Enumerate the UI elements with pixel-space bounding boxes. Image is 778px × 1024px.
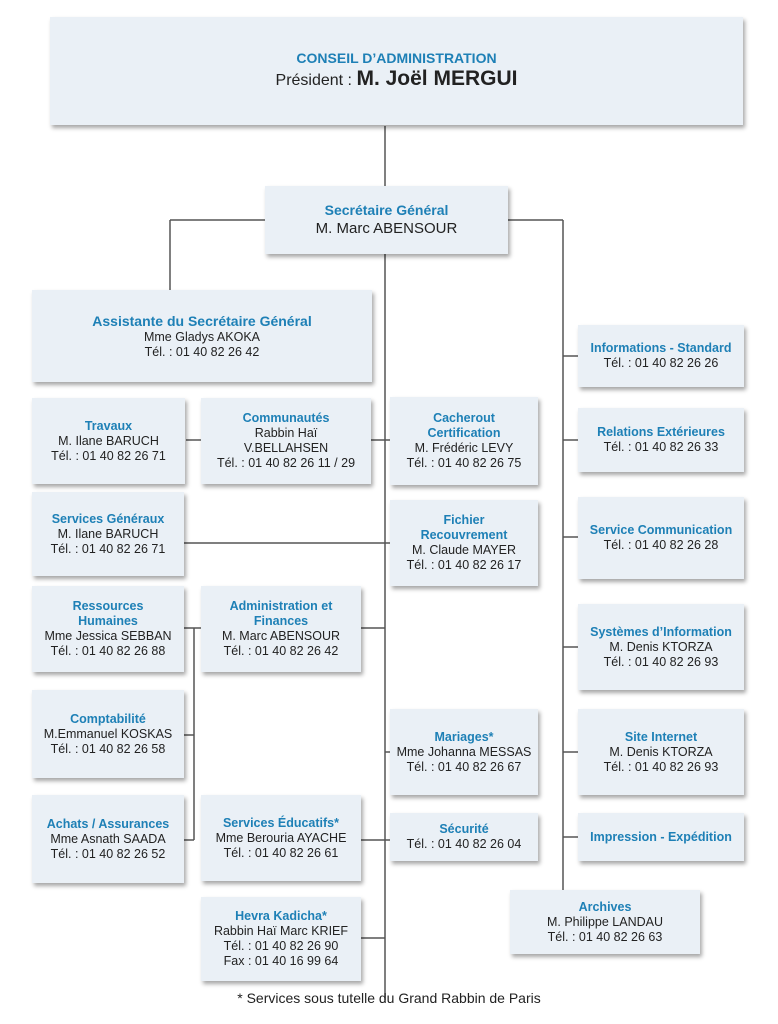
- achats-name: Mme Asnath SAADA: [50, 831, 166, 846]
- president-name: M. Joël MERGUI: [356, 67, 518, 90]
- assistant-box: Assistante du Secrétaire Général Mme Gla…: [32, 290, 372, 382]
- site-title: Site Internet: [624, 729, 698, 744]
- assistant-name: Mme Gladys AKOKA: [143, 330, 260, 344]
- securite-tel: Tél. : 01 40 82 26 04: [406, 837, 522, 851]
- council-box: CONSEIL D’ADMINISTRATION Président : M. …: [50, 17, 743, 125]
- educatifs-title: Services Éducatifs*: [222, 815, 340, 830]
- mariages-box: Mariages* Mme Johanna MESSAS Tél. : 01 4…: [390, 709, 538, 795]
- cacherout-title-1: Cacherout: [433, 411, 495, 425]
- cacherout-box: Cacherout Certification M. Frédéric LEVY…: [390, 397, 538, 485]
- services-generaux-title: Services Généraux: [51, 511, 165, 526]
- impression-box: Impression - Expédition: [578, 813, 744, 861]
- site-tel: Tél. : 01 40 82 26 93: [603, 759, 719, 774]
- site-box: Site Internet M. Denis KTORZA Tél. : 01 …: [578, 709, 744, 795]
- admin-box: Administration et Finances M. Marc ABENS…: [201, 586, 361, 672]
- comptabilite-tel: Tél. : 01 40 82 26 58: [50, 741, 166, 756]
- comptabilite-name: M.Emmanuel KOSKAS: [43, 726, 173, 741]
- rh-title-2: Humaines: [78, 614, 138, 628]
- communication-tel: Tél. : 01 40 82 26 28: [603, 538, 719, 552]
- informations-tel: Tél. : 01 40 82 26 26: [603, 356, 719, 370]
- hevra-tel: Tél. : 01 40 82 26 90: [223, 939, 339, 953]
- communication-box: Service Communication Tél. : 01 40 82 26…: [578, 497, 744, 579]
- admin-name: M. Marc ABENSOUR: [221, 629, 341, 643]
- travaux-box: Travaux M. Ilane BARUCH Tél. : 01 40 82 …: [32, 398, 185, 484]
- communication-title: Service Communication: [589, 523, 733, 537]
- fichier-title-1: Fichier: [443, 513, 485, 527]
- rh-title-1: Ressources: [72, 599, 144, 613]
- achats-box: Achats / Assurances Mme Asnath SAADA Tél…: [32, 795, 184, 883]
- achats-title: Achats / Assurances: [46, 816, 170, 831]
- secretary-name: M. Marc ABENSOUR: [315, 220, 458, 237]
- secretary-box: Secrétaire Général M. Marc ABENSOUR: [265, 186, 508, 254]
- assistant-tel: Tél. : 01 40 82 26 42: [144, 345, 260, 359]
- president-line: Président : M. Joël MERGUI: [276, 67, 518, 93]
- systemes-box: Systèmes d’Information M. Denis KTORZA T…: [578, 604, 744, 690]
- achats-tel: Tél. : 01 40 82 26 52: [50, 846, 166, 861]
- cacherout-tel: Tél. : 01 40 82 26 75: [406, 456, 522, 470]
- communautes-tel: Tél. : 01 40 82 26 11 / 29: [216, 456, 356, 470]
- admin-title-2: Finances: [253, 614, 309, 628]
- educatifs-tel: Tél. : 01 40 82 26 61: [223, 845, 339, 860]
- hevra-fax: Fax : 01 40 16 99 64: [223, 954, 339, 968]
- comptabilite-title: Comptabilité: [70, 711, 146, 726]
- fichier-name: M. Claude MAYER: [412, 543, 516, 557]
- travaux-title: Travaux: [84, 418, 133, 433]
- systemes-name: M. Denis KTORZA: [609, 639, 713, 654]
- rh-box: Ressources Humaines Mme Jessica SEBBAN T…: [32, 586, 184, 672]
- comptabilite-box: Comptabilité M.Emmanuel KOSKAS Tél. : 01…: [32, 690, 184, 778]
- communautes-line2: V.BELLAHSEN: [243, 441, 329, 455]
- cacherout-name: M. Frédéric LEVY: [414, 441, 514, 455]
- relations-title: Relations Extérieures: [597, 425, 725, 439]
- assistant-title: Assistante du Secrétaire Général: [92, 313, 312, 329]
- educatifs-box: Services Éducatifs* Mme Berouria AYACHE …: [201, 795, 361, 881]
- cacherout-title-2: Certification: [427, 426, 501, 440]
- mariages-tel: Tél. : 01 40 82 26 67: [406, 759, 522, 774]
- impression-title: Impression - Expédition: [590, 829, 732, 844]
- services-generaux-tel: Tél. : 01 40 82 26 71: [50, 541, 166, 556]
- archives-tel: Tél. : 01 40 82 26 63: [547, 929, 663, 944]
- archives-box: Archives M. Philippe LANDAU Tél. : 01 40…: [510, 890, 700, 954]
- fichier-tel: Tél. : 01 40 82 26 17: [406, 558, 522, 572]
- mariages-title: Mariages*: [434, 729, 494, 744]
- communautes-title: Communautés: [242, 411, 330, 425]
- hevra-box: Hevra Kadicha* Rabbin Haï Marc KRIEF Tél…: [201, 897, 361, 981]
- travaux-tel: Tél. : 01 40 82 26 71: [51, 448, 166, 463]
- council-title: CONSEIL D’ADMINISTRATION: [296, 50, 497, 66]
- rh-tel: Tél. : 01 40 82 26 88: [50, 644, 166, 658]
- mariages-name: Mme Johanna MESSAS: [396, 744, 532, 759]
- securite-box: Sécurité Tél. : 01 40 82 26 04: [390, 813, 538, 861]
- systemes-title: Systèmes d’Information: [590, 624, 732, 639]
- communautes-line1: Rabbin Haï: [254, 426, 318, 440]
- hevra-title: Hevra Kadicha*: [235, 909, 327, 923]
- fichier-box: Fichier Recouvrement M. Claude MAYER Tél…: [390, 500, 538, 586]
- secretary-title: Secrétaire Général: [324, 202, 449, 218]
- archives-title: Archives: [578, 899, 632, 914]
- services-generaux-box: Services Généraux M. Ilane BARUCH Tél. :…: [32, 492, 184, 576]
- systemes-tel: Tél. : 01 40 82 26 93: [603, 654, 719, 669]
- relations-tel: Tél. : 01 40 82 26 33: [603, 440, 719, 454]
- informations-title: Informations - Standard: [590, 341, 732, 355]
- site-name: M. Denis KTORZA: [609, 744, 713, 759]
- securite-title: Sécurité: [439, 822, 489, 836]
- services-generaux-name: M. Ilane BARUCH: [57, 526, 159, 541]
- president-label: Président :: [275, 72, 352, 89]
- archives-name: M. Philippe LANDAU: [546, 914, 663, 929]
- fichier-title-2: Recouvrement: [420, 528, 508, 542]
- travaux-name: M. Ilane BARUCH: [58, 433, 159, 448]
- communautes-box: Communautés Rabbin Haï V.BELLAHSEN Tél. …: [201, 398, 371, 484]
- footnote: * Services sous tutelle du Grand Rabbin …: [237, 990, 541, 1006]
- hevra-name: Rabbin Haï Marc KRIEF: [213, 924, 349, 938]
- informations-box: Informations - Standard Tél. : 01 40 82 …: [578, 325, 744, 387]
- admin-tel: Tél. : 01 40 82 26 42: [223, 644, 339, 658]
- educatifs-name: Mme Berouria AYACHE: [215, 830, 347, 845]
- relations-box: Relations Extérieures Tél. : 01 40 82 26…: [578, 408, 744, 472]
- admin-title-1: Administration et: [229, 599, 333, 613]
- rh-name: Mme Jessica SEBBAN: [44, 629, 172, 643]
